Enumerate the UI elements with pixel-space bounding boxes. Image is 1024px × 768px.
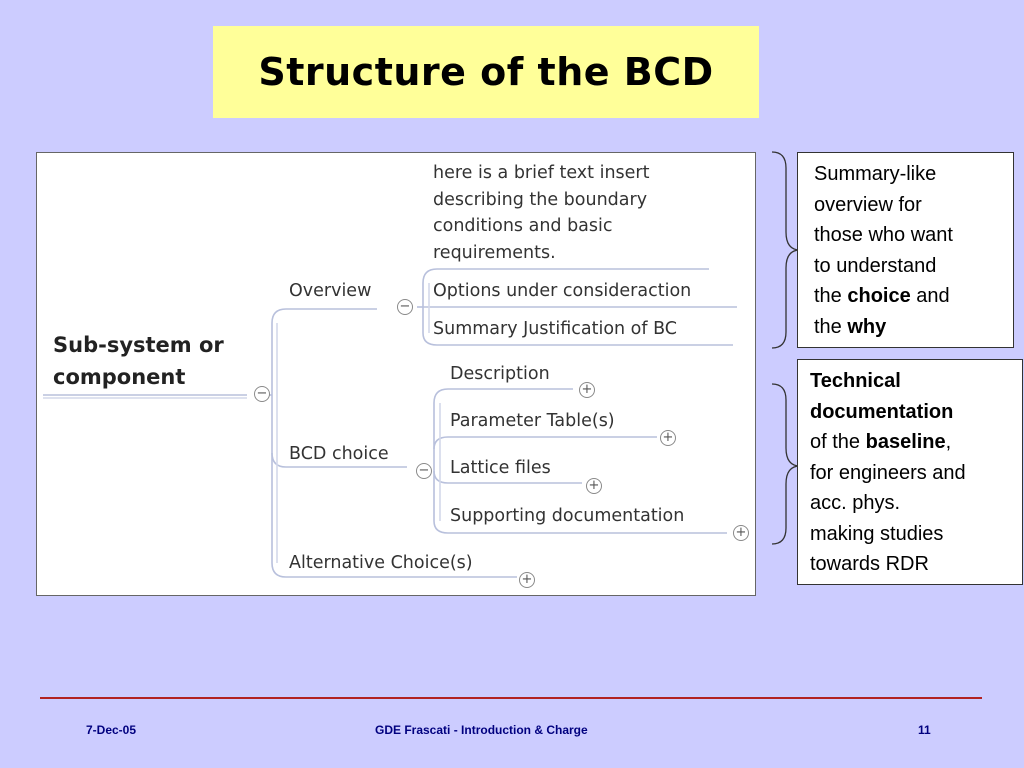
node-lattice-files[interactable]: Lattice files <box>450 458 551 478</box>
tech-line-3-pre: of the <box>810 431 866 453</box>
supporting-documentation-expand-toggle[interactable]: + <box>733 525 749 541</box>
footer-page-number: 11 <box>918 723 931 737</box>
node-description[interactable]: Description <box>450 364 550 384</box>
lattice-files-expand-toggle[interactable]: + <box>586 478 602 494</box>
overview-note-line-1: here is a brief text insert <box>433 163 650 183</box>
overview-note: here is a brief text insert describing t… <box>433 160 649 266</box>
node-overview[interactable]: Overview <box>289 281 372 301</box>
mindmap-diagram: Sub-system or component − Overview − her… <box>36 152 756 596</box>
overview-child-2-curve <box>422 332 733 346</box>
tech-line-6: making studies <box>810 522 944 545</box>
root-node-line-1: Sub-system or <box>53 333 224 357</box>
footer-rule <box>40 697 982 699</box>
summary-choice-emphasis: choice <box>847 285 911 307</box>
tech-baseline-emphasis: baseline <box>865 431 946 453</box>
tech-line-2: documentation <box>810 397 1022 428</box>
summary-line-2: overview for <box>814 193 922 216</box>
bcd-child-4-curve <box>433 520 727 534</box>
summary-line-6-pre: the <box>814 315 848 338</box>
summary-line-6: the why <box>814 312 1013 343</box>
summary-annotation-box: Summary-like overview for those who want… <box>797 152 1014 348</box>
root-node[interactable]: Sub-system or component <box>53 329 224 393</box>
bcd-child-1-curve <box>433 388 573 404</box>
summary-line-4: to understand <box>814 254 937 277</box>
root-node-line-2: component <box>53 365 186 389</box>
node-alternative-choices[interactable]: Alternative Choice(s) <box>289 553 473 573</box>
mindmap-connectors <box>43 268 737 578</box>
footer-title: GDE Frascati - Introduction & Charge <box>375 723 588 737</box>
node-bcd-choice[interactable]: BCD choice <box>289 444 389 464</box>
parameter-tables-expand-toggle[interactable]: + <box>660 430 676 446</box>
bcd-child-2-curve <box>433 436 657 450</box>
tech-line-3: of the baseline, <box>810 427 1022 458</box>
node-options[interactable]: Options under consideraction <box>433 281 692 301</box>
alternative-expand-toggle[interactable]: + <box>519 572 535 588</box>
summary-line-1: Summary-like <box>814 163 937 185</box>
overview-note-line-4: requirements. <box>433 242 556 263</box>
tech-line-1: Technical <box>810 366 1022 397</box>
overview-note-line-2: describing the boundary <box>433 189 648 210</box>
node-summary-justification[interactable]: Summary Justification of BC <box>433 319 678 339</box>
overview-note-line-3: conditions and basic <box>433 216 613 236</box>
bcd-choice-collapse-toggle[interactable]: − <box>416 463 432 479</box>
branch-alt-curve <box>271 562 517 578</box>
annotation-braces <box>771 151 800 545</box>
overview-collapse-toggle[interactable]: − <box>397 299 413 315</box>
tech-line-5: acc. phys. <box>810 492 901 514</box>
tech-line-3-post: , <box>945 431 952 453</box>
summary-line-5: the choice and <box>814 281 1013 312</box>
description-expand-toggle[interactable]: + <box>579 382 595 398</box>
overview-note-curve <box>422 268 709 284</box>
tech-technical-emphasis: Technical <box>810 370 901 392</box>
summary-line-5-pre: the <box>814 285 848 307</box>
technical-annotation-box: Technical documentation of the baseline,… <box>797 359 1023 585</box>
summary-line-3: those who want <box>814 224 953 246</box>
summary-line-5-post: and <box>910 285 950 307</box>
footer-date: 7-Dec-05 <box>86 723 137 737</box>
bcd-child-3-curve <box>433 470 582 484</box>
node-supporting-documentation[interactable]: Supporting documentation <box>450 506 685 526</box>
node-parameter-tables[interactable]: Parameter Table(s) <box>450 411 615 431</box>
summary-why-emphasis: why <box>847 315 887 338</box>
tech-documentation-emphasis: documentation <box>810 400 954 423</box>
tech-line-4: for engineers and <box>810 461 966 484</box>
slide-title-box: Structure of the BCD <box>213 26 759 118</box>
root-collapse-toggle[interactable]: − <box>254 386 270 402</box>
branch-overview-curve <box>271 308 377 324</box>
technical-brace <box>771 383 800 545</box>
summary-brace <box>771 151 800 349</box>
tech-line-7: towards RDR <box>810 553 929 575</box>
slide-title: Structure of the BCD <box>258 50 714 94</box>
